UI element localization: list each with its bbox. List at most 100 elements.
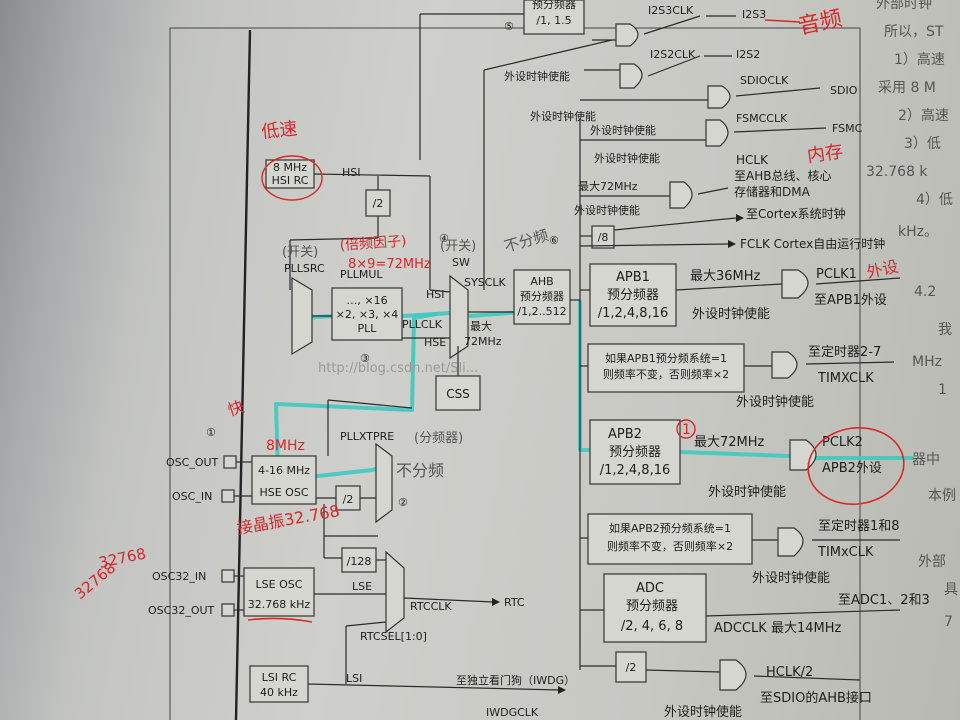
timer18-gate	[777, 527, 900, 557]
rtcsel-label: RTCSEL[1:0]	[360, 630, 427, 643]
iwdgclk-label: IWDGCLK	[486, 706, 539, 719]
usb-prescaler-line1: 预分频器	[532, 0, 576, 11]
adc-line2: 预分频器	[626, 599, 678, 614]
apb2-note-line2: 则频率不变，否则频率×2	[607, 539, 733, 553]
i2s2clk-label: I2S2CLK	[650, 48, 696, 61]
fsmc-gate	[580, 119, 827, 147]
apb1-periph-label: 至APB1外设	[814, 293, 887, 308]
ground-rail	[234, 29, 252, 720]
css-block	[435, 375, 481, 411]
hclk2-gate	[719, 659, 861, 691]
adc-to-label: 至ADC1、2和3	[838, 593, 930, 608]
sdio-div2-label: /2	[626, 661, 637, 674]
hw-mul-eq: 8×9=72MHz	[348, 257, 431, 272]
osc32-in-pin	[221, 569, 235, 583]
right-page-l7: 32.768 k	[866, 164, 928, 180]
hse-osc-line1: 4-16 MHz	[258, 464, 310, 477]
adc-line3: /2, 4, 6, 8	[621, 619, 683, 634]
page-frame	[169, 27, 861, 720]
i2s3-label: I2S3	[742, 8, 766, 21]
hse-div2-label: /2	[343, 493, 354, 506]
right-page-l4: 采用 8 M	[878, 80, 936, 96]
ahb-line2: 预分频器	[520, 289, 564, 303]
right-page-l6: 3）低	[904, 136, 941, 152]
right-page-l12: MHz	[912, 354, 942, 370]
right-page-l5: 2）高速	[898, 107, 949, 124]
right-page-text: 外部时钟 所以，ST 1）高速 采用 8 M 2）高速 3）低 32.768 k…	[866, 0, 958, 630]
circle-2: ②	[398, 496, 408, 509]
apb2-note-line1: 如果APB2预分频系统=1	[609, 521, 731, 535]
circle-5: ⑤	[504, 20, 514, 33]
circle-1: ①	[206, 426, 216, 439]
pllmul-line2: ×2, ×3, ×4	[336, 308, 399, 321]
timxclk2-label: TIMxCLK	[817, 545, 874, 560]
hw-low-speed: 低速	[260, 118, 298, 143]
right-page-l15: 本例	[928, 488, 956, 504]
timer27-gate	[771, 351, 895, 379]
right-page-l3: 1）高速	[894, 51, 945, 68]
cortex-div8-label: /8	[598, 231, 609, 244]
osc-out-pin	[223, 455, 237, 469]
max72-label: 最大	[470, 319, 492, 333]
apb2-max72-label: 最大72MHz	[694, 435, 765, 450]
css-label: CSS	[446, 387, 470, 401]
fsmc-label: FSMC	[832, 122, 863, 135]
fsmcclk-label: FSMCCLK	[736, 112, 788, 125]
osc32-out-pin	[221, 603, 235, 617]
i2s3clk-label: I2S3CLK	[648, 4, 694, 17]
hclk2-enable-label: 外设时钟使能	[664, 704, 742, 720]
hse-div128	[341, 547, 377, 573]
right-page-l9: kHz。	[898, 224, 938, 240]
i2s3-enable-label: 外设时钟使能	[504, 69, 570, 83]
pllsrc-label: PLLSRC	[284, 262, 325, 275]
hsi-label: HSI	[342, 166, 361, 179]
hw-audio: 音频	[796, 6, 844, 40]
max72b-label: 72MHz	[464, 335, 502, 348]
hclk-label: HCLK	[736, 153, 769, 167]
pllmul-line1: …, ×16	[346, 294, 387, 307]
right-page-l18: 7	[944, 614, 953, 630]
right-page-l11: 我	[938, 322, 952, 338]
pclk1-gate	[781, 269, 901, 299]
cortex-div8	[591, 225, 615, 249]
apb1-note-line2: 则频率不变，否则频率×2	[603, 367, 729, 381]
i2s3-gate	[592, 15, 701, 47]
sw-label: SW	[452, 256, 470, 269]
hsi-rc-line2: HSI RC	[272, 174, 309, 187]
apb2-prescaler	[589, 419, 681, 485]
timer27-label: 至定时器2-7	[808, 345, 881, 360]
fsmc-enable-label: 外设时钟使能	[594, 151, 660, 165]
hclk2-label: HCLK/2	[766, 665, 813, 680]
sdio-div2	[615, 651, 647, 683]
right-page-l2: 所以，ST	[884, 24, 944, 40]
apb2-timer-note	[587, 513, 753, 565]
hw-frequency: 不分频	[536, 18, 539, 21]
osc-in-label: OSC_IN	[172, 490, 212, 503]
adcclk-label: ADCCLK 最大14MHz	[714, 621, 841, 636]
div128-label: /128	[347, 555, 372, 568]
apb2-line1: APB2	[608, 427, 642, 442]
cortex-timer-label: 至Cortex系统时钟	[746, 206, 846, 221]
hw-lse-note: 32768	[97, 544, 147, 572]
lse-osc-block	[243, 567, 315, 617]
circle-4: ④	[439, 232, 449, 245]
osc32-in-label: OSC32_IN	[152, 570, 206, 583]
timer18-enable-label: 外设时钟使能	[752, 570, 830, 586]
rtc-label: RTC	[504, 596, 525, 609]
right-page-l16: 外部	[918, 554, 946, 570]
circle-3: ③	[360, 352, 370, 365]
grey-annotations: (开关) (开关) (分频器) 不分频 不分频 不分频	[282, 18, 550, 480]
right-page-l8: 4）低	[916, 192, 953, 208]
sw-mux	[449, 274, 469, 360]
hse-osc-block	[251, 455, 317, 505]
sdio-enable-label: 外设时钟使能	[590, 123, 656, 137]
hw-fast: 快	[225, 397, 246, 420]
pclk2-gate	[789, 439, 817, 471]
apb1-max36-label: 最大36MHz	[690, 269, 761, 284]
lse-osc-line1: LSE OSC	[256, 578, 303, 591]
hw-memory: 内存	[806, 141, 845, 167]
timer18-label: 至定时器1和8	[818, 519, 900, 534]
apb2-periph-label: APB2外设	[822, 461, 882, 476]
iwdg-to-label: 至独立看门狗（IWDG）	[456, 673, 575, 687]
